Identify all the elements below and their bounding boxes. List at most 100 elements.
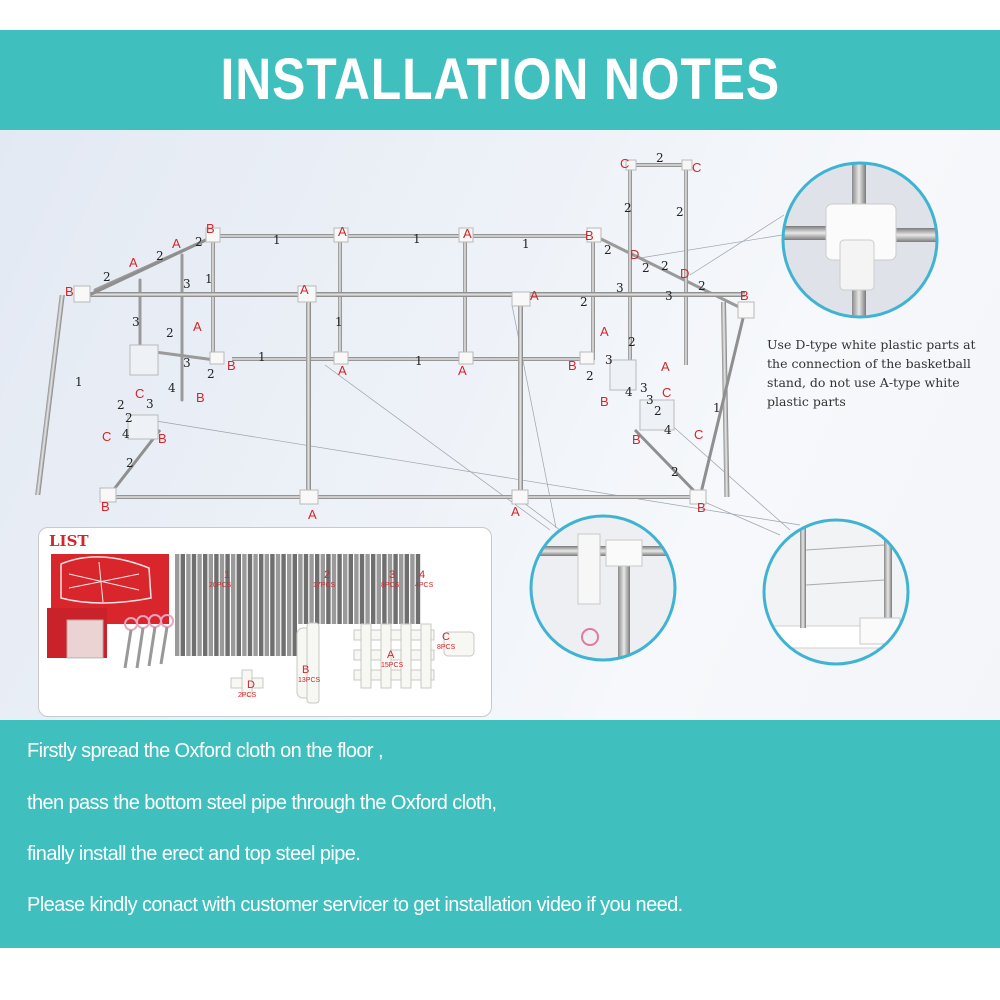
qty-b-count: 13PCS — [298, 677, 321, 684]
svg-text:3: 3 — [616, 281, 624, 295]
svg-text:2: 2 — [195, 235, 203, 249]
steel-pipe — [275, 554, 281, 656]
back-frame — [93, 234, 747, 402]
svg-text:3: 3 — [605, 353, 613, 367]
svg-text:A: A — [338, 363, 347, 378]
svg-text:C: C — [692, 160, 701, 175]
instruction-line-2: then pass the bottom steel pipe through … — [27, 792, 497, 814]
steel-pipe-bundle — [175, 554, 421, 656]
parts-list-title: LIST — [49, 532, 89, 550]
steel-pipe — [331, 554, 337, 624]
qty-4-count: 4PCS — [415, 582, 434, 589]
front-frame — [35, 236, 747, 500]
svg-text:A: A — [338, 224, 347, 239]
qty-1-number: 1 — [224, 569, 230, 581]
steel-pipe — [197, 554, 202, 656]
zoom-circle-hoop — [529, 514, 677, 662]
steel-pipe — [371, 554, 376, 624]
qty-b-letter: B — [302, 664, 309, 676]
qty-c-count: 8PCS — [437, 644, 456, 651]
steel-pipe — [410, 554, 415, 624]
steel-pipe — [253, 554, 258, 656]
svg-text:B: B — [740, 288, 749, 303]
steel-pipe — [236, 554, 241, 656]
qty-4-number: 4 — [419, 569, 425, 581]
hoop-tower — [625, 159, 693, 365]
zoom-circle-net-corner — [762, 518, 910, 666]
svg-text:3: 3 — [640, 381, 648, 395]
instruction-line-3: finally install the erect and top steel … — [27, 843, 361, 865]
svg-text:2: 2 — [103, 270, 111, 284]
steel-pipe — [264, 554, 269, 656]
svg-text:C: C — [102, 429, 111, 444]
svg-text:2: 2 — [698, 279, 706, 293]
steel-pipe — [180, 554, 185, 656]
svg-text:B: B — [206, 221, 215, 236]
steel-pipe — [203, 554, 208, 656]
svg-text:2: 2 — [166, 326, 174, 340]
svg-text:2: 2 — [624, 201, 632, 215]
svg-text:2: 2 — [207, 367, 215, 381]
svg-text:4: 4 — [664, 423, 672, 437]
instruction-line-1: Firstly spread the Oxford cloth on the f… — [27, 740, 384, 762]
svg-text:3: 3 — [665, 289, 673, 303]
svg-text:A: A — [172, 236, 181, 251]
steel-pipe — [175, 554, 180, 656]
steel-pipe — [315, 554, 320, 624]
steel-pipe — [219, 554, 225, 656]
page-title: INSTALLATION NOTES — [220, 47, 780, 112]
svg-text:2: 2 — [580, 295, 588, 309]
steel-pipe — [415, 554, 421, 624]
instruction-line-4: Please kindly conact with customer servi… — [27, 894, 683, 916]
instructions-panel: Firstly spread the Oxford cloth on the f… — [0, 720, 1000, 948]
svg-text:D: D — [630, 247, 639, 262]
svg-text:1: 1 — [258, 350, 266, 364]
svg-text:2: 2 — [117, 398, 125, 412]
svg-text:A: A — [661, 359, 670, 374]
steel-pipe — [393, 554, 398, 624]
parts-list-illustration: 1 20PCS 2 17PCS 3 8PCS 4 4PCS A 15PCS B … — [47, 554, 475, 704]
steel-pipe — [303, 554, 309, 624]
svg-text:A: A — [193, 319, 202, 334]
svg-text:A: A — [530, 288, 539, 303]
connectors — [73, 227, 755, 505]
svg-text:4: 4 — [625, 385, 633, 399]
steel-pipe — [376, 554, 381, 624]
steel-pipe — [214, 554, 219, 656]
header-banner: INSTALLATION NOTES — [0, 30, 1000, 130]
svg-text:4: 4 — [168, 381, 176, 395]
top-margin — [0, 0, 1000, 30]
steel-pipe — [208, 554, 213, 656]
parts-list-box: LIST — [38, 527, 492, 717]
svg-text:4: 4 — [122, 427, 130, 441]
steel-pipe — [348, 554, 353, 624]
zoom-circle-d-connector — [781, 161, 939, 319]
steel-pipe — [404, 554, 409, 624]
svg-text:B: B — [697, 500, 706, 515]
d-type-note: Use D-type white plastic parts at the co… — [767, 337, 976, 409]
svg-text:B: B — [158, 431, 167, 446]
svg-text:B: B — [600, 394, 609, 409]
steel-pipe — [354, 554, 359, 624]
steel-pipe — [242, 554, 247, 656]
white-connectors — [230, 622, 475, 704]
svg-text:A: A — [511, 504, 520, 519]
svg-text:2: 2 — [604, 243, 612, 257]
svg-text:2: 2 — [125, 411, 133, 425]
qty-c-letter: C — [442, 631, 450, 643]
svg-text:A: A — [600, 324, 609, 339]
svg-text:1: 1 — [522, 237, 530, 251]
steel-pipe — [259, 554, 264, 656]
qty-2-count: 17PCS — [313, 582, 336, 589]
svg-text:3: 3 — [132, 315, 140, 329]
steel-pipe — [337, 554, 342, 624]
svg-text:1: 1 — [415, 354, 423, 368]
svg-text:B: B — [196, 390, 205, 405]
svg-text:1: 1 — [413, 232, 421, 246]
steel-pipe — [343, 554, 348, 624]
svg-text:3: 3 — [183, 277, 191, 291]
svg-text:3: 3 — [146, 397, 154, 411]
